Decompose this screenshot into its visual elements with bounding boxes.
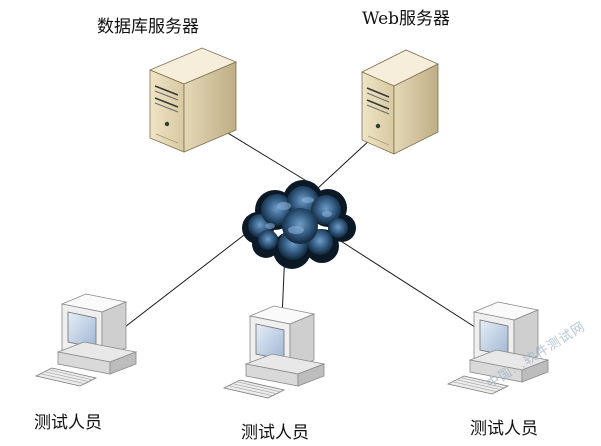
network-cloud-icon bbox=[242, 180, 356, 269]
link-web-cloud bbox=[317, 137, 373, 189]
db-server-label: 数据库服务器 bbox=[97, 17, 199, 37]
db-server-icon bbox=[148, 47, 238, 153]
link-cloud-tester-1 bbox=[107, 231, 249, 341]
web-server-label: Web服务器 bbox=[362, 9, 451, 29]
tester-3-pc-icon bbox=[446, 301, 550, 395]
tester-3-label: 测试人员 bbox=[470, 419, 538, 439]
link-cloud-tester-3 bbox=[335, 237, 493, 339]
tester-1-pc-icon bbox=[34, 293, 138, 387]
tester-2-pc-icon bbox=[222, 305, 326, 399]
tester-1-label: 测试人员 bbox=[34, 413, 102, 433]
tester-2-label: 测试人员 bbox=[241, 423, 309, 443]
web-server-icon bbox=[361, 49, 439, 155]
